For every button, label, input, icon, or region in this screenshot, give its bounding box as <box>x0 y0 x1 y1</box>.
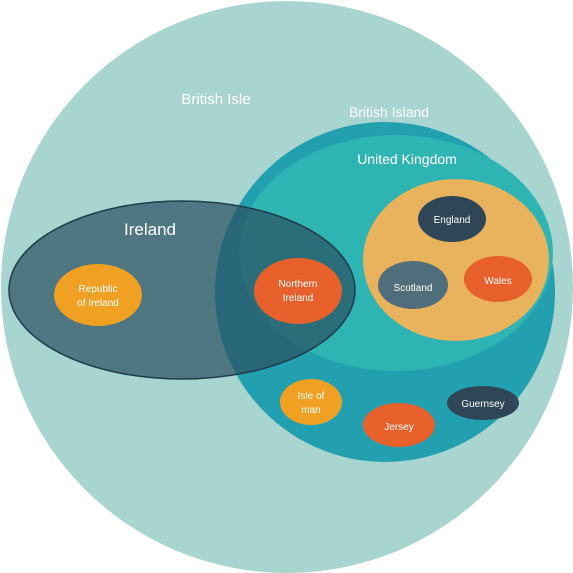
united-kingdom-label: United Kingdom <box>357 151 457 167</box>
ireland-label: Ireland <box>124 220 176 239</box>
isle-of-man-label-line1: Isle of <box>298 391 325 402</box>
british-isle-label: British Isle <box>181 91 250 108</box>
northern-ireland-label-line2: Ireland <box>283 293 314 304</box>
scotland-label: Scotland <box>394 283 433 294</box>
british-island-label: British Island <box>349 104 429 120</box>
guernsey-node <box>447 386 519 420</box>
jersey-label: Jersey <box>384 422 413 433</box>
republic-of-ireland-label-line2: of Ireland <box>77 298 119 309</box>
england-node <box>418 196 486 242</box>
ireland-region <box>8 200 356 380</box>
wales-node <box>464 256 532 302</box>
northern-ireland-node <box>254 258 342 324</box>
scotland-node <box>378 261 448 309</box>
jersey-node <box>363 403 435 447</box>
northern-ireland-label-line1: Northern <box>279 279 318 290</box>
isle-of-man-label-line2: man <box>301 405 320 416</box>
republic-of-ireland-node <box>54 264 142 326</box>
isle-of-man-node <box>280 379 342 425</box>
england-label: England <box>434 215 471 226</box>
guernsey-label: Guernsey <box>461 399 504 410</box>
republic-of-ireland-label-line1: Republic <box>79 284 118 295</box>
wales-label: Wales <box>484 276 511 287</box>
